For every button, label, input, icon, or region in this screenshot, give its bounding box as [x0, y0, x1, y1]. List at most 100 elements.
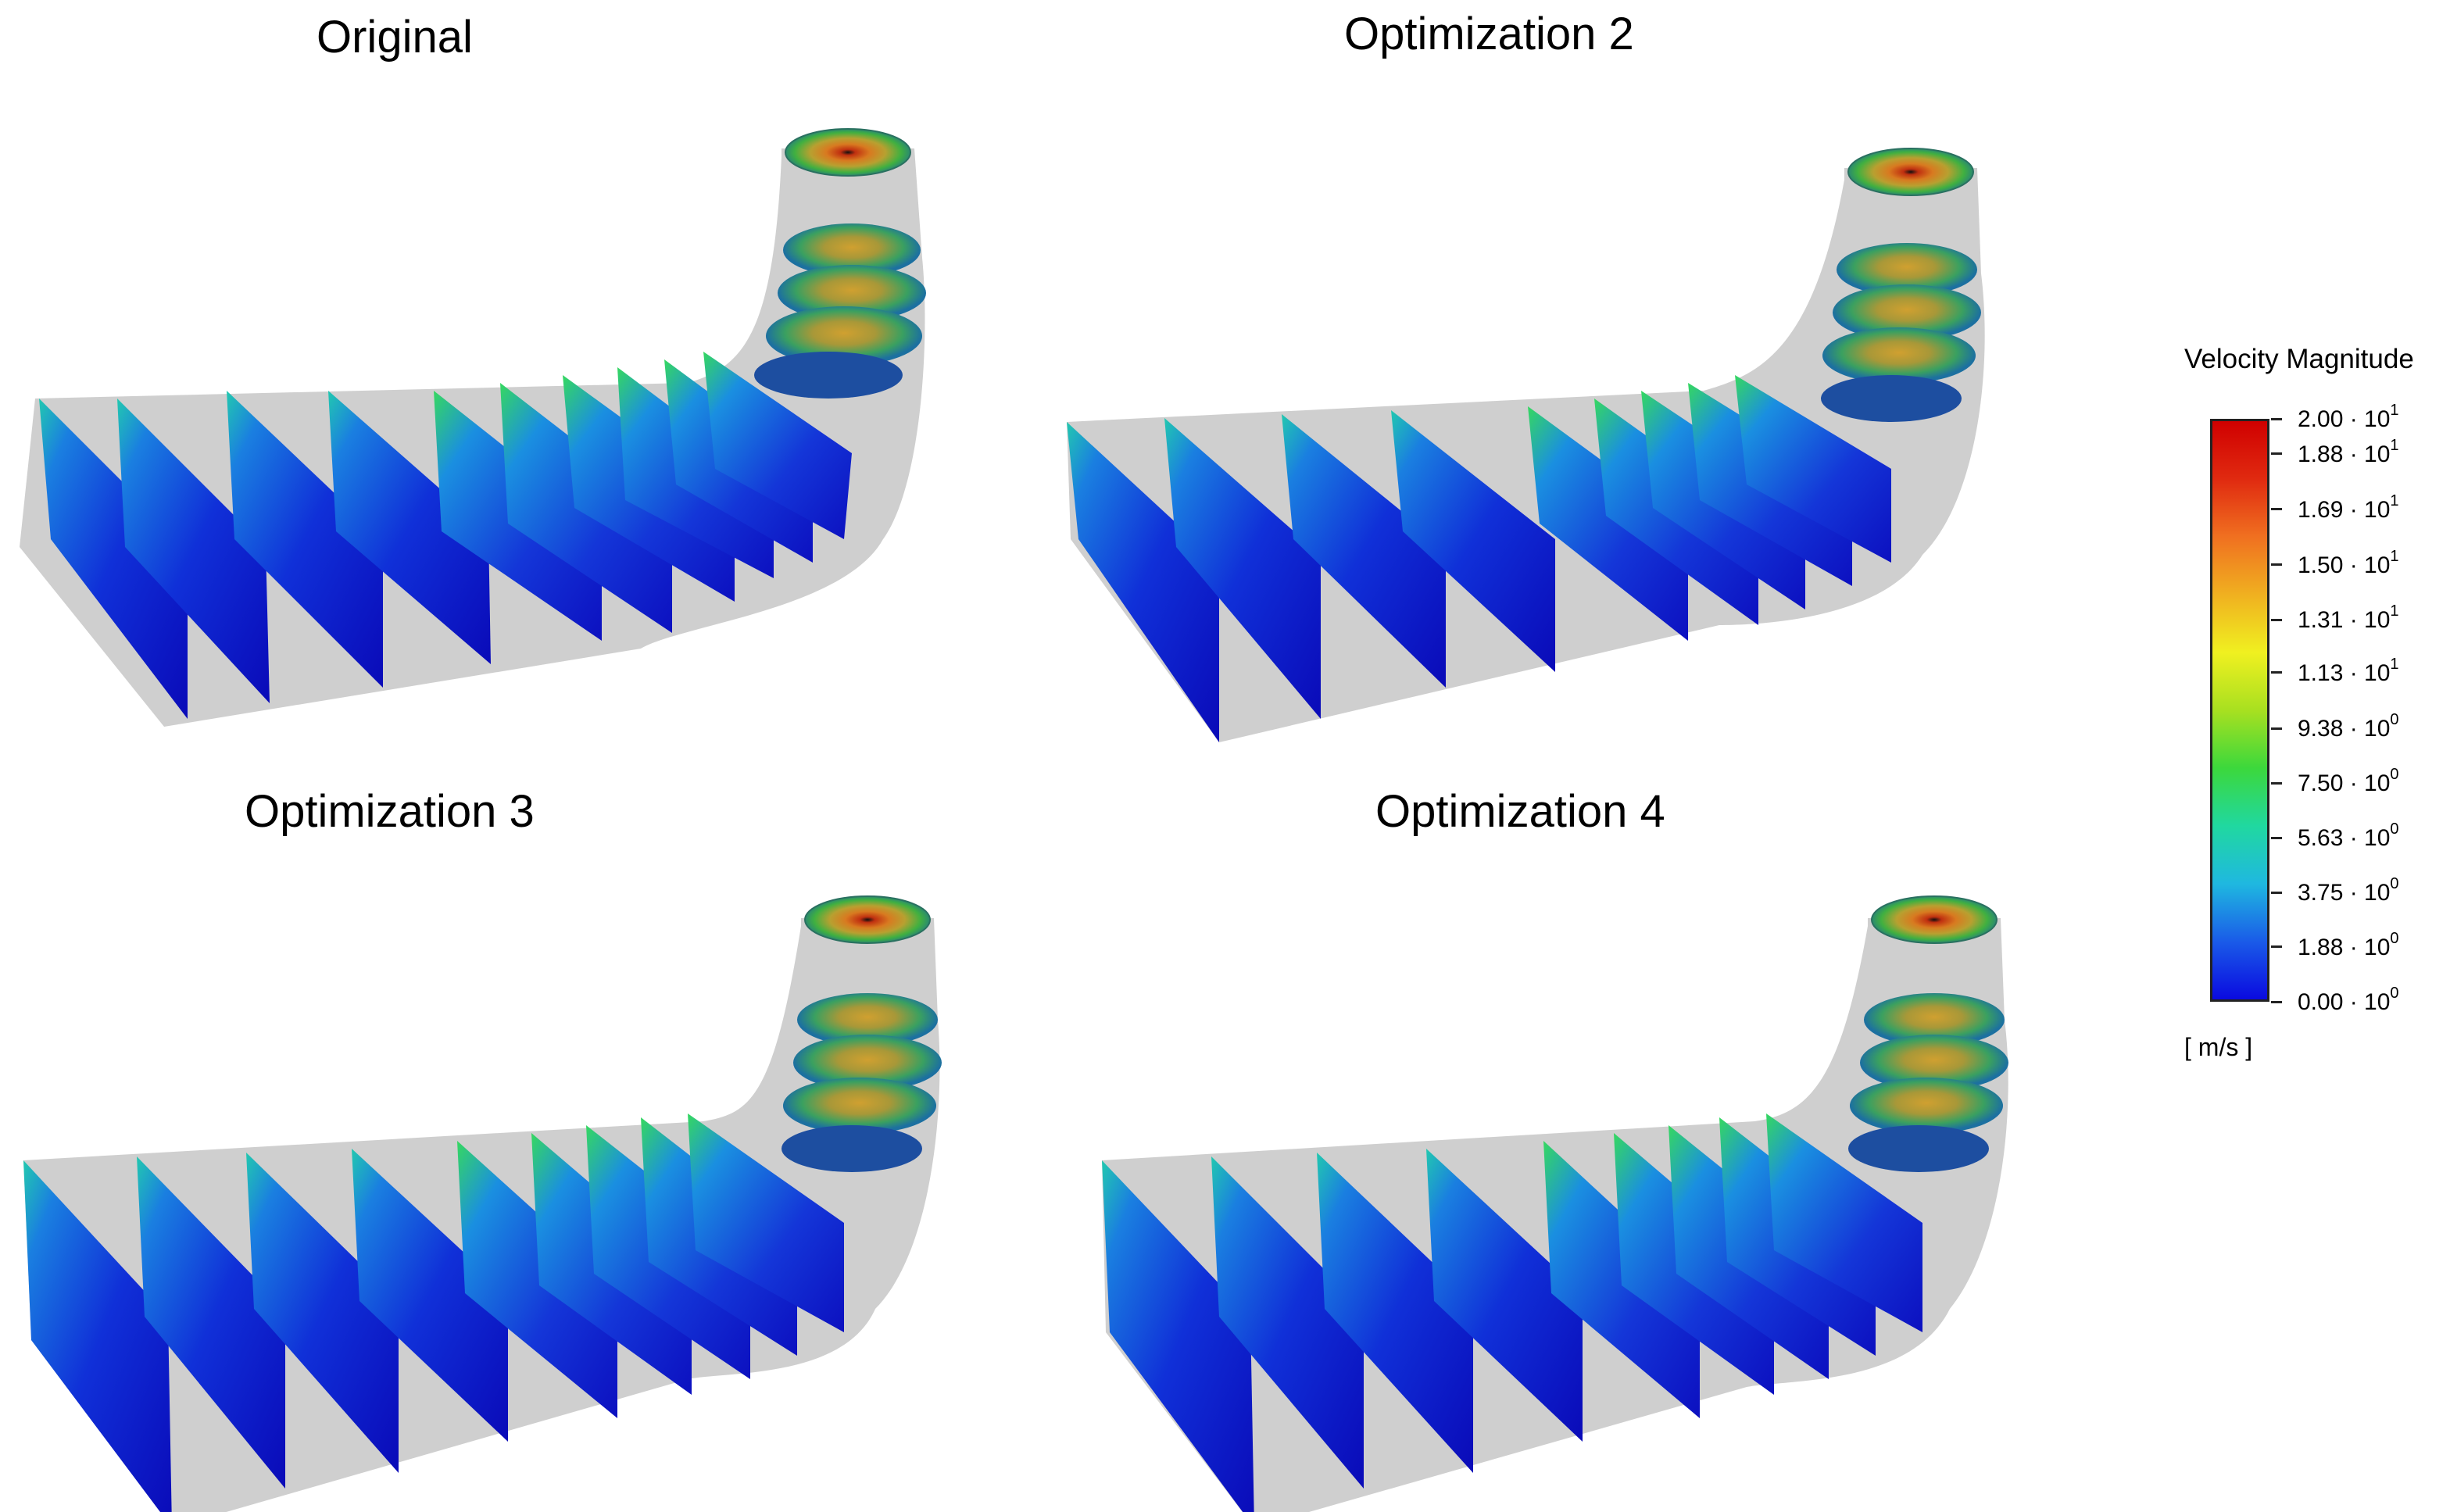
flow-slice [246, 1153, 399, 1473]
cone-slice [1848, 1125, 1989, 1172]
flow-slice [1282, 414, 1446, 688]
flow-slice [1766, 1113, 1922, 1332]
tick-exponent: 0 [2390, 985, 2399, 1002]
colorbar-ticks [2271, 417, 2287, 1003]
panel-title-optimization-3: Optimization 3 [245, 786, 535, 837]
colorbar-tick [2271, 618, 2282, 621]
tick-mantissa: 1.50 [2298, 552, 2344, 578]
flow-slice [1735, 375, 1891, 563]
colorbar-tick [2271, 452, 2282, 456]
colorbar-tick [2271, 781, 2282, 785]
tick-exponent: 0 [2390, 929, 2399, 947]
flow-slice [227, 391, 383, 688]
tick-exponent: 0 [2390, 766, 2399, 784]
tick-mantissa: 1.13 [2298, 659, 2344, 686]
draft-tube-original [20, 128, 926, 727]
tick-mantissa: 1.31 [2298, 607, 2344, 634]
tick-mantissa: 1.88 [2298, 934, 2344, 960]
draft-tube-optimization-3 [23, 895, 942, 1512]
colorbar-tick-label: 3.75 · 100 [2298, 875, 2399, 906]
tick-exponent: 1 [2390, 655, 2399, 673]
cone-slice [766, 306, 922, 366]
colorbar-tick-label: 1.50 · 101 [2298, 547, 2399, 578]
colorbar-tick-label: 1.13 · 101 [2298, 655, 2399, 686]
outlet-disk [1871, 895, 1998, 944]
tick-exponent: 0 [2390, 820, 2399, 838]
flow-slice [1164, 418, 1321, 719]
cone-slice [781, 1125, 922, 1172]
cone-slice [1860, 1035, 2008, 1091]
flow-slice [117, 399, 270, 703]
cone-slice [1821, 375, 1962, 422]
tick-mantissa: 7.50 [2298, 770, 2344, 797]
cone-slice [1850, 1078, 2003, 1134]
draft-tube-optimization-2 [1067, 148, 1985, 742]
colorbar-tick [2271, 945, 2282, 949]
colorbar-tick-label: 2.00 · 101 [2298, 402, 2399, 432]
cone-slice [783, 1078, 936, 1134]
colorbar-tick [2271, 417, 2282, 420]
panel-title-optimization-4: Optimization 4 [1375, 786, 1665, 837]
outlet-disk [785, 128, 911, 177]
draft-tube-optimization-4 [1102, 895, 2008, 1512]
tick-mantissa: 5.63 [2298, 825, 2344, 851]
panel-title-optimization-2: Optimization 2 [1344, 9, 1634, 59]
colorbar [2210, 419, 2269, 1002]
tick-exponent: 1 [2390, 491, 2399, 509]
tick-exponent: 1 [2390, 436, 2399, 454]
colorbar-tick [2271, 727, 2282, 730]
cone-slice [797, 993, 938, 1046]
flow-slice [39, 399, 188, 719]
tick-exponent: 1 [2390, 602, 2399, 620]
outlet-disk [1847, 148, 1974, 196]
legend-title: Velocity Magnitude [2184, 344, 2414, 374]
legend-unit: [ m/s ] [2184, 1033, 2253, 1061]
cone-slice [1822, 327, 1976, 384]
panel-title-original: Original [317, 12, 473, 63]
cone-slice [1833, 284, 1981, 341]
tick-exponent: 0 [2390, 875, 2399, 893]
colorbar-tick-label: 0.00 · 100 [2298, 985, 2399, 1015]
flow-slice [703, 352, 852, 539]
colorbar-tick-label: 1.88 · 101 [2298, 436, 2399, 467]
cone-slice [783, 223, 921, 277]
tick-mantissa: 1.88 [2298, 441, 2344, 467]
flow-slice [23, 1160, 172, 1512]
colorbar-tick [2271, 836, 2282, 839]
flow-slice [1317, 1153, 1473, 1473]
colorbar-tick-label: 1.88 · 100 [2298, 929, 2399, 960]
colorbar-tick-label: 1.31 · 101 [2298, 602, 2399, 634]
tick-exponent: 0 [2390, 711, 2399, 729]
colorbar-tick [2271, 891, 2282, 894]
flow-slice [1102, 1160, 1254, 1512]
tick-exponent: 1 [2390, 547, 2399, 565]
flow-slice [1211, 1156, 1364, 1489]
cone-slice [1864, 993, 2005, 1046]
flow-slice [1067, 422, 1219, 742]
outlet-disk [804, 895, 931, 944]
cone-slice [778, 265, 926, 321]
colorbar-tick [2271, 671, 2282, 674]
colorbar-tick-label: 9.38 · 100 [2298, 711, 2399, 742]
tick-mantissa: 0.00 [2298, 989, 2344, 1015]
colorbar-tick [2271, 1000, 2282, 1003]
cone-slice [793, 1035, 942, 1091]
cone-slice [1837, 243, 1977, 296]
colorbar-tick [2271, 508, 2282, 511]
colorbar-tick-label: 5.63 · 100 [2298, 820, 2399, 851]
flow-slice [1528, 406, 1688, 641]
flow-slice [457, 1141, 617, 1418]
cone-slice [754, 352, 903, 399]
tick-mantissa: 9.38 [2298, 716, 2344, 742]
flow-slice [137, 1156, 285, 1489]
colorbar-tick-label: 7.50 · 100 [2298, 766, 2399, 797]
flow-slice [1391, 410, 1555, 672]
flow-slice [688, 1113, 844, 1332]
flow-slice [1426, 1149, 1583, 1442]
colorbar-tick-label: 1.69 · 101 [2298, 491, 2399, 523]
tick-mantissa: 1.69 [2298, 496, 2344, 523]
flow-slice [352, 1149, 508, 1442]
tick-exponent: 1 [2390, 402, 2399, 419]
tick-mantissa: 2.00 [2298, 406, 2344, 432]
